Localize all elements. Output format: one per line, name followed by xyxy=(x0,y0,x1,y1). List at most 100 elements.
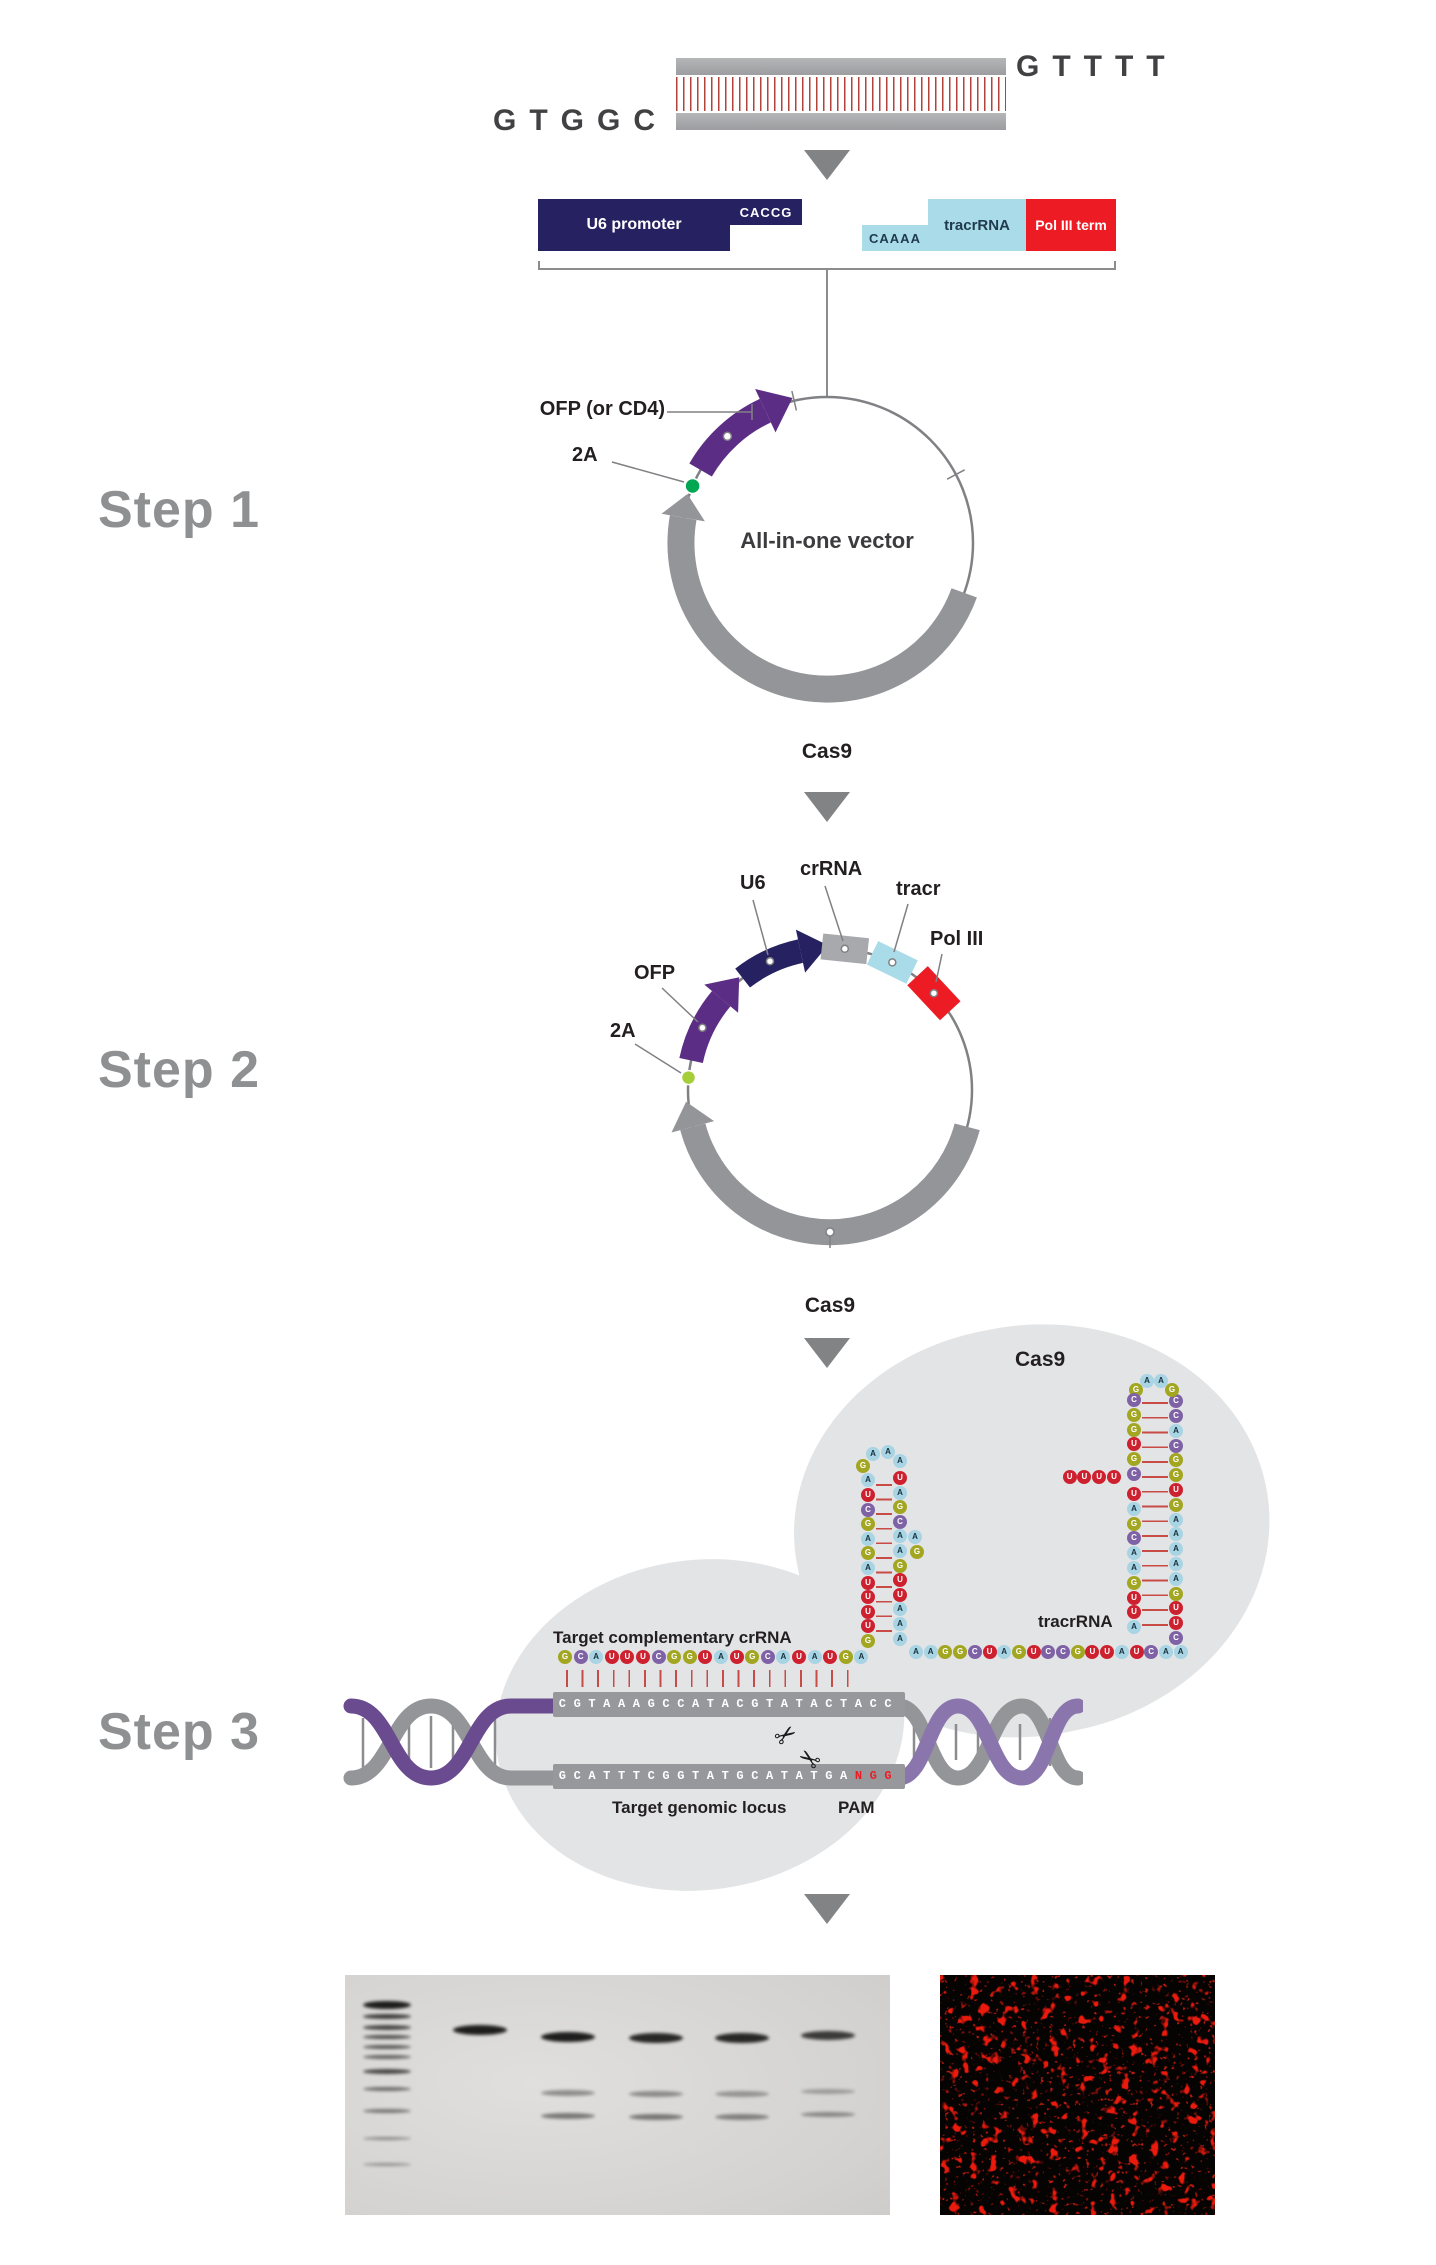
gel-band xyxy=(363,2109,411,2113)
ofp-pin-icon xyxy=(722,431,733,442)
p2a-leader-line xyxy=(611,461,685,483)
gel-band xyxy=(363,2014,411,2019)
ofp-pin-icon xyxy=(698,1023,707,1032)
gel-band xyxy=(363,2087,411,2091)
crrna-leader-line xyxy=(824,885,844,942)
u6-promoter-label: U6 promoter xyxy=(586,216,682,233)
gel-band xyxy=(715,2091,769,2097)
cas9-arrowhead xyxy=(671,1101,715,1133)
oligo-bottom-strand-bar xyxy=(676,113,1006,130)
gel-band xyxy=(629,2114,683,2120)
gel-band xyxy=(801,2031,855,2040)
gel-band xyxy=(715,2114,769,2120)
caccg-overhang: CACCG xyxy=(730,199,802,225)
cas9-label-step2: Cas9 xyxy=(804,1294,856,1317)
dna-top-strand-seq: CGTAAAGCCATACGTATACTACC xyxy=(558,1697,900,1711)
dna-bottom-strand-box: GCATTTCGGTATGCATATGANGG xyxy=(553,1764,905,1789)
p2a-leader-line xyxy=(634,1043,682,1074)
bottom-overhang-seq: GTGGC xyxy=(493,104,668,137)
gel-band xyxy=(453,2025,507,2035)
gel-band xyxy=(363,2137,411,2140)
pol3-leader-line xyxy=(935,953,943,983)
ofp-label: OFP (or CD4) xyxy=(539,398,665,420)
gel-band xyxy=(363,2069,411,2074)
pol3-pin-icon xyxy=(929,988,939,998)
right-bracket-tick xyxy=(946,469,966,480)
pam-seq: NGG xyxy=(854,1769,900,1783)
cas9-orf-arc xyxy=(667,515,977,703)
target-crrna-label: Target complementary crRNA xyxy=(553,1628,792,1647)
tracrrna-label-step3: tracrRNA xyxy=(1038,1612,1113,1631)
u6-pin-icon xyxy=(765,957,775,966)
pol3-label: Pol III xyxy=(930,928,984,950)
gel-band xyxy=(715,2033,769,2043)
vector-name: All-in-one vector xyxy=(740,528,914,553)
p2a-dot xyxy=(684,477,701,495)
dna-bottom-strand-seq: GCATTTCGGTATGCATATGA xyxy=(558,1769,855,1783)
top-bracket-tick xyxy=(791,390,798,411)
bracket-tick-right xyxy=(1114,261,1116,269)
step1-label: Step 1 xyxy=(98,481,261,539)
p2a-label: 2A xyxy=(572,444,598,466)
dna-top-strand-box: CGTAAAGCCATACGTATACTACC xyxy=(553,1692,905,1717)
gel-band xyxy=(363,2045,411,2049)
caccg-label: CACCG xyxy=(739,204,793,220)
flow-arrow-3 xyxy=(804,1338,850,1368)
gel-band xyxy=(541,2032,595,2042)
gel-band xyxy=(801,2089,855,2094)
flow-arrow-2 xyxy=(804,792,850,822)
gel-band xyxy=(541,2090,595,2096)
gel-image xyxy=(345,1975,890,2215)
crrna-dna-pairing-hatch xyxy=(566,1670,862,1687)
crrna-pin-icon xyxy=(840,944,850,954)
oligo-top-strand-bar xyxy=(676,58,1006,75)
bracket-tick-left xyxy=(538,261,540,269)
flow-arrow-4 xyxy=(804,1894,850,1924)
step2-label: Step 2 xyxy=(98,1041,261,1099)
pol3-term-box: Pol III term xyxy=(1026,199,1116,251)
tracr-leader-line xyxy=(893,903,909,953)
gel-band xyxy=(541,2113,595,2119)
vector-connector-line xyxy=(826,268,828,398)
caaaa-overhang: CAAAA xyxy=(862,225,928,251)
gel-band xyxy=(363,2163,411,2166)
fluorescence-image xyxy=(940,1975,1215,2215)
gel-band xyxy=(363,2001,411,2009)
u6-arrowhead xyxy=(795,929,828,973)
cas9-label-step3: Cas9 xyxy=(1015,1348,1066,1371)
tracrrna-box: tracrRNA xyxy=(928,199,1026,251)
tracr-hairpin-pairing-hatch xyxy=(1142,1402,1168,1634)
top-overhang-seq: GTTTT xyxy=(1016,50,1178,83)
step3-label: Step 3 xyxy=(98,1703,261,1761)
gel-band xyxy=(363,2035,411,2039)
u6-promoter-box: U6 promoter xyxy=(538,199,730,251)
annealing-hatch xyxy=(676,77,1006,111)
dna-helix-right xyxy=(898,1698,1083,1786)
p2a-dot xyxy=(680,1069,697,1086)
ofp-arrowhead xyxy=(704,977,740,1013)
step1-plasmid xyxy=(611,389,977,703)
u6-label: U6 xyxy=(740,872,766,894)
crrna-label: crRNA xyxy=(800,858,863,880)
tracrrna-box-label: tracrRNA xyxy=(944,216,1010,234)
gel-band xyxy=(363,2055,411,2059)
caaaa-label: CAAAA xyxy=(869,230,921,246)
gel-bands xyxy=(345,1975,890,2215)
tracr-pin-icon xyxy=(888,958,897,967)
pol3-term-label: Pol III term xyxy=(1035,217,1107,233)
repeat-antirepeat-pairing-hatch xyxy=(876,1484,892,1636)
ofp-leader-line xyxy=(661,987,699,1023)
gel-band xyxy=(363,2025,411,2030)
p2a-label-step2: 2A xyxy=(610,1020,636,1042)
step2-plasmid xyxy=(634,885,980,1248)
tracr-label: tracr xyxy=(896,878,941,900)
ofp-arrow-arc xyxy=(689,398,772,477)
cas9-orf-arc xyxy=(680,1123,980,1246)
u6-leader-line xyxy=(752,899,769,956)
flow-arrow-1 xyxy=(804,150,850,180)
pam-label: PAM xyxy=(838,1798,875,1817)
gel-band xyxy=(629,2033,683,2043)
target-locus-label: Target genomic locus xyxy=(612,1798,787,1817)
gel-band xyxy=(629,2091,683,2097)
